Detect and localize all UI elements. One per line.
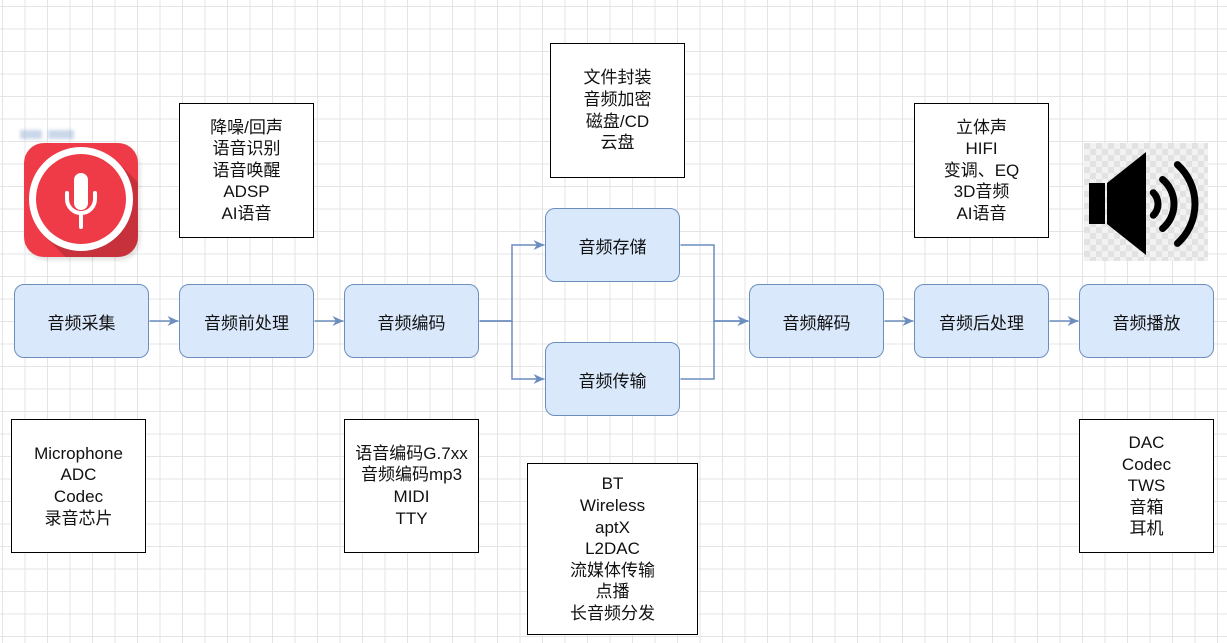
note-line: ADC <box>60 465 97 485</box>
note-transmission-details[interactable]: BT Wireless aptX L2DAC 流媒体传输 点播 长音频分发 <box>527 463 698 635</box>
note-line: 文件封装 <box>583 68 652 88</box>
connector-transmission-to-decode[interactable] <box>680 316 749 380</box>
note-line: MIDI <box>393 487 430 506</box>
note-line: 点播 <box>595 582 630 602</box>
connector-storage-to-decode[interactable] <box>680 244 749 326</box>
note-line: AI语音 <box>221 203 272 223</box>
note-line: TWS <box>1127 476 1166 496</box>
microphone-icon[interactable] <box>18 127 143 262</box>
note-line: 变调、EQ <box>943 160 1020 180</box>
note-line: 云盘 <box>600 133 635 153</box>
process-audio-encode[interactable]: 音频编码 <box>344 284 479 358</box>
note-preprocess-details[interactable]: 降噪/回声 语音识别 语音唤醒 ADSP AI语音 <box>179 103 314 238</box>
note-line: 音频编码mp3 <box>360 465 463 485</box>
note-line: 耳机 <box>1129 519 1164 539</box>
connector-encode-to-transmission[interactable] <box>479 320 545 384</box>
note-line: Codec <box>1121 454 1172 474</box>
note-line: AI语音 <box>956 203 1007 223</box>
process-audio-capture[interactable]: 音频采集 <box>14 284 149 358</box>
mic-cradle <box>65 191 97 215</box>
note-line: aptX <box>595 517 630 537</box>
process-label: 音频存储 <box>578 237 647 257</box>
note-capture-details[interactable]: Microphone ADC Codec 录音芯片 <box>11 419 146 553</box>
process-label: 音频采集 <box>47 313 116 333</box>
process-audio-preprocess[interactable]: 音频前处理 <box>179 284 314 358</box>
note-line: DAC <box>1128 433 1165 453</box>
process-audio-playback[interactable]: 音频播放 <box>1079 284 1214 358</box>
process-label: 音频前处理 <box>204 313 289 333</box>
note-line: BT <box>601 474 624 494</box>
note-line: 录音芯片 <box>44 508 113 528</box>
process-label: 音频解码 <box>782 313 851 333</box>
note-line: 降噪/回声 <box>210 117 283 137</box>
mic-capsule <box>74 173 88 210</box>
note-line: 磁盘/CD <box>585 111 650 131</box>
process-audio-storage[interactable]: 音频存储 <box>545 208 680 282</box>
process-audio-decode[interactable]: 音频解码 <box>749 284 884 358</box>
note-line: 立体声 <box>956 117 1007 137</box>
note-line: ADSP <box>223 182 270 202</box>
process-label: 音频后处理 <box>939 313 1024 333</box>
note-storage-details[interactable]: 文件封装 音频加密 磁盘/CD 云盘 <box>550 43 685 178</box>
note-line: 3D音频 <box>953 182 1010 202</box>
process-audio-postprocess[interactable]: 音频后处理 <box>914 284 1049 358</box>
note-line: 语音编码G.7xx <box>355 443 468 463</box>
process-audio-transmission[interactable]: 音频传输 <box>545 342 680 416</box>
note-playback-details[interactable]: DAC Codec TWS 音箱 耳机 <box>1079 419 1214 553</box>
note-line: 长音频分发 <box>570 603 655 623</box>
note-line: L2DAC <box>585 539 640 559</box>
note-line: 流媒体传输 <box>570 560 655 580</box>
sound-wave-medium <box>1159 175 1178 233</box>
note-postprocess-details[interactable]: 立体声 HIFI 变调、EQ 3D音频 AI语音 <box>914 103 1049 238</box>
note-line: HIFI <box>965 139 998 159</box>
speaker-body <box>1089 183 1105 224</box>
note-line: 语音识别 <box>212 139 281 159</box>
sound-wave-large <box>1173 161 1199 247</box>
note-line: 音频加密 <box>583 89 652 109</box>
sound-wave-small <box>1149 189 1162 219</box>
icon-artifact <box>20 130 74 139</box>
note-line: TTY <box>395 508 428 528</box>
process-label: 音频播放 <box>1112 313 1181 333</box>
process-label: 音频编码 <box>377 313 446 333</box>
note-line: 音箱 <box>1129 497 1164 517</box>
connector-encode-to-storage[interactable] <box>479 240 545 322</box>
note-line: Codec <box>53 487 104 506</box>
note-encode-details[interactable]: 语音编码G.7xx 音频编码mp3 MIDI TTY <box>344 419 479 553</box>
note-line: 语音唤醒 <box>212 160 281 180</box>
process-label: 音频传输 <box>578 371 647 391</box>
note-line: Wireless <box>579 496 646 516</box>
speaker-icon[interactable] <box>1084 143 1208 261</box>
speaker-cone <box>1107 152 1146 255</box>
note-line: Microphone <box>34 443 123 463</box>
